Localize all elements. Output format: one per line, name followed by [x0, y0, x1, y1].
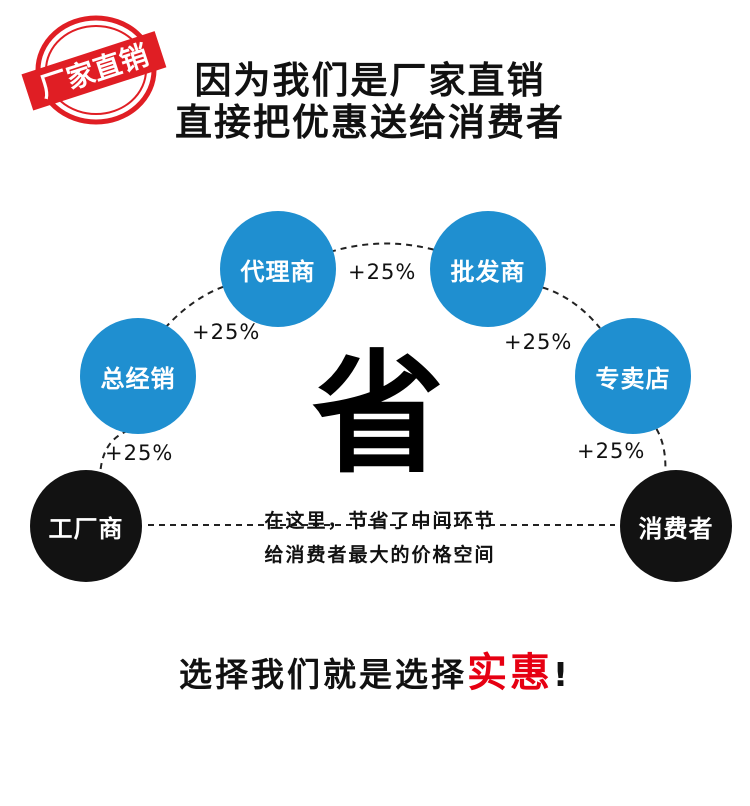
center-text-line-1: 在这里，节省了中间环节 [264, 510, 496, 532]
markup-label-5: +25% [577, 439, 646, 463]
node-factory: 工厂商 [30, 470, 142, 582]
markup-label-4: +25% [504, 330, 573, 354]
markup-label-1: +25% [105, 441, 174, 465]
headline-line-1: 因为我们是厂家直销 [194, 59, 546, 102]
node-agent: 代理商 [220, 211, 336, 327]
bottom-slogan-prefix: 选择我们就是选择 [178, 655, 467, 694]
center-text-line-2: 给消费者最大的价格空间 [264, 544, 496, 566]
connector-wholesaler-store [531, 284, 601, 329]
connector-agent-wholesaler [329, 242, 443, 253]
node-store: 专卖店 [575, 318, 691, 434]
bottom-slogan-suffix: ! [552, 655, 572, 694]
factory-direct-stamp: 厂家直销 [21, 15, 167, 125]
bottom-slogan: 选择我们就是选择实惠! [100, 640, 650, 698]
markup-label-2: +25% [192, 320, 261, 344]
markup-label-3: +25% [348, 260, 417, 284]
save-character: 省 [312, 338, 444, 492]
node-distributor: 总经销 [80, 318, 196, 434]
node-consumer: 消费者 [620, 470, 732, 582]
bottom-slogan-highlight: 实惠 [466, 650, 553, 696]
node-wholesaler: 批发商 [430, 211, 546, 327]
headline-line-2: 直接把优惠送给消费者 [175, 101, 565, 144]
